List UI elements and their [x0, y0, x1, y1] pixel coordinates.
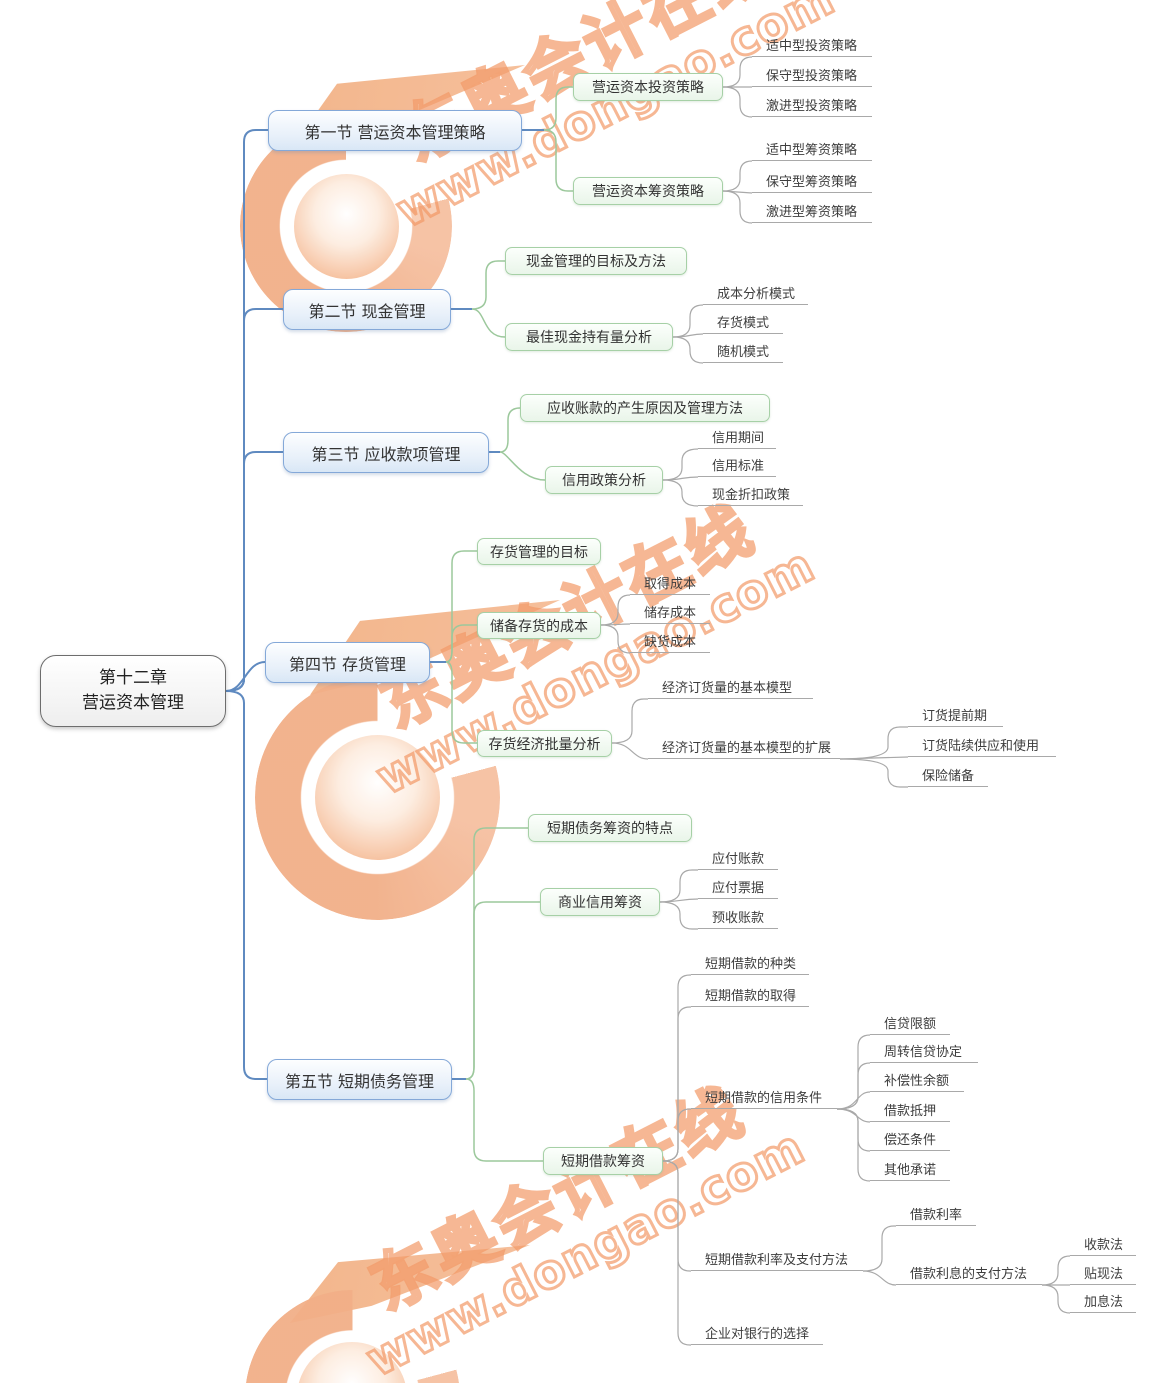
- section-3-label: 第三节 应收款项管理: [311, 444, 461, 464]
- leaf-node[interactable]: 短期借款的信用条件: [691, 1091, 837, 1109]
- leaf-node[interactable]: 企业对银行的选择: [691, 1327, 823, 1345]
- leaf-node[interactable]: 信贷限额: [870, 1017, 950, 1035]
- topic-label: 短期借款筹资: [561, 1154, 645, 1170]
- leaf-node[interactable]: 应付票据: [698, 881, 778, 899]
- leaf-node[interactable]: 应付账款: [698, 852, 778, 870]
- section-1-label: 第一节 营运资本管理策略: [304, 122, 486, 142]
- leaf-node[interactable]: 收款法: [1070, 1238, 1136, 1256]
- topic-shortterm-loan[interactable]: 短期借款筹资: [543, 1147, 663, 1175]
- leaf-node[interactable]: 适中型筹资策略: [752, 143, 872, 161]
- topic-eoq-analysis[interactable]: 存货经济批量分析: [477, 730, 612, 757]
- leaf-node[interactable]: 经济订货量的基本模型的扩展: [648, 741, 840, 759]
- leaf-node[interactable]: 贴现法: [1070, 1267, 1136, 1285]
- leaf-node[interactable]: 成本分析模式: [703, 287, 808, 305]
- leaf-node[interactable]: 适中型投资策略: [752, 39, 872, 57]
- leaf-node[interactable]: 经济订货量的基本模型: [648, 681, 813, 699]
- topic-commercial-credit[interactable]: 商业信用筹资: [540, 888, 660, 916]
- leaf-node[interactable]: 随机模式: [703, 345, 783, 363]
- section-node-4[interactable]: 第四节 存货管理: [265, 642, 430, 683]
- topic-label: 短期债务筹资的特点: [547, 821, 673, 837]
- leaf-node[interactable]: 订货陆续供应和使用: [908, 739, 1056, 757]
- topic-investment-strategy[interactable]: 营运资本投资策略: [573, 73, 723, 101]
- leaf-node[interactable]: 订货提前期: [908, 709, 1003, 727]
- dongao-logo-watermark: [245, 1245, 545, 1383]
- leaf-node[interactable]: 借款利率: [896, 1208, 976, 1226]
- leaf-node[interactable]: 周转信贷协定: [870, 1045, 978, 1063]
- topic-label: 储备存货的成本: [490, 618, 588, 635]
- section-node-1[interactable]: 第一节 营运资本管理策略: [268, 110, 522, 151]
- logo-ball-shape: [315, 735, 440, 860]
- section-2-label: 第二节 现金管理: [308, 301, 426, 321]
- leaf-node[interactable]: 缺货成本: [630, 635, 710, 653]
- topic-receivable-causes[interactable]: 应收账款的产生原因及管理方法: [520, 394, 770, 422]
- logo-ball-shape: [294, 174, 399, 279]
- topic-financing-strategy[interactable]: 营运资本筹资策略: [573, 177, 723, 205]
- topic-inventory-goal[interactable]: 存货管理的目标: [477, 538, 601, 565]
- topic-label: 现金管理的目标及方法: [526, 254, 666, 270]
- topic-cash-goal-method[interactable]: 现金管理的目标及方法: [505, 247, 687, 275]
- section-node-2[interactable]: 第二节 现金管理: [283, 289, 451, 330]
- topic-optimal-cash-analysis[interactable]: 最佳现金持有量分析: [505, 323, 673, 351]
- leaf-node[interactable]: 信用期间: [698, 431, 776, 449]
- topic-label: 最佳现金持有量分析: [526, 330, 652, 346]
- root-node-chapter[interactable]: 第十二章 营运资本管理: [40, 655, 226, 727]
- leaf-node[interactable]: 偿还条件: [870, 1133, 950, 1151]
- topic-label: 信用政策分析: [562, 473, 646, 489]
- leaf-node[interactable]: 预收账款: [698, 911, 778, 929]
- section-node-3[interactable]: 第三节 应收款项管理: [283, 432, 489, 473]
- leaf-node[interactable]: 补偿性余额: [870, 1074, 964, 1092]
- leaf-node[interactable]: 短期借款的取得: [691, 989, 809, 1007]
- leaf-node[interactable]: 保守型投资策略: [752, 69, 872, 87]
- section-4-label: 第四节 存货管理: [288, 654, 407, 674]
- leaf-node[interactable]: 存货模式: [703, 316, 783, 334]
- section-node-5[interactable]: 第五节 短期债务管理: [267, 1059, 452, 1100]
- leaf-node[interactable]: 短期借款利率及支付方法: [691, 1253, 863, 1271]
- topic-credit-policy-analysis[interactable]: 信用政策分析: [545, 466, 663, 494]
- topic-label: 存货经济批量分析: [488, 736, 601, 753]
- topic-shortdebt-features[interactable]: 短期债务筹资的特点: [528, 814, 692, 842]
- leaf-node[interactable]: 激进型筹资策略: [752, 205, 872, 223]
- topic-label: 营运资本投资策略: [592, 80, 704, 96]
- leaf-node[interactable]: 信用标准: [698, 459, 776, 477]
- leaf-node[interactable]: 借款利息的支付方法: [896, 1267, 1042, 1285]
- root-title-line2: 营运资本管理: [82, 693, 184, 713]
- leaf-node[interactable]: 储存成本: [630, 606, 710, 624]
- leaf-node[interactable]: 短期借款的种类: [691, 957, 809, 975]
- leaf-node[interactable]: 借款抵押: [870, 1104, 950, 1122]
- topic-inventory-cost[interactable]: 储备存货的成本: [477, 612, 601, 639]
- leaf-node[interactable]: 保险储备: [908, 769, 988, 787]
- leaf-node[interactable]: 激进型投资策略: [752, 99, 872, 117]
- topic-label: 应收账款的产生原因及管理方法: [547, 401, 743, 417]
- topic-label: 营运资本筹资策略: [592, 184, 704, 200]
- topic-label: 存货管理的目标: [490, 544, 588, 561]
- leaf-node[interactable]: 保守型筹资策略: [752, 175, 872, 193]
- section-5-label: 第五节 短期债务管理: [284, 1071, 435, 1091]
- leaf-node[interactable]: 加息法: [1070, 1295, 1136, 1313]
- leaf-node[interactable]: 现金折扣政策: [698, 488, 803, 506]
- root-title-line1: 第十二章: [99, 667, 167, 688]
- leaf-node[interactable]: 取得成本: [630, 577, 710, 595]
- leaf-node[interactable]: 其他承诺: [870, 1163, 950, 1181]
- topic-label: 商业信用筹资: [558, 895, 642, 911]
